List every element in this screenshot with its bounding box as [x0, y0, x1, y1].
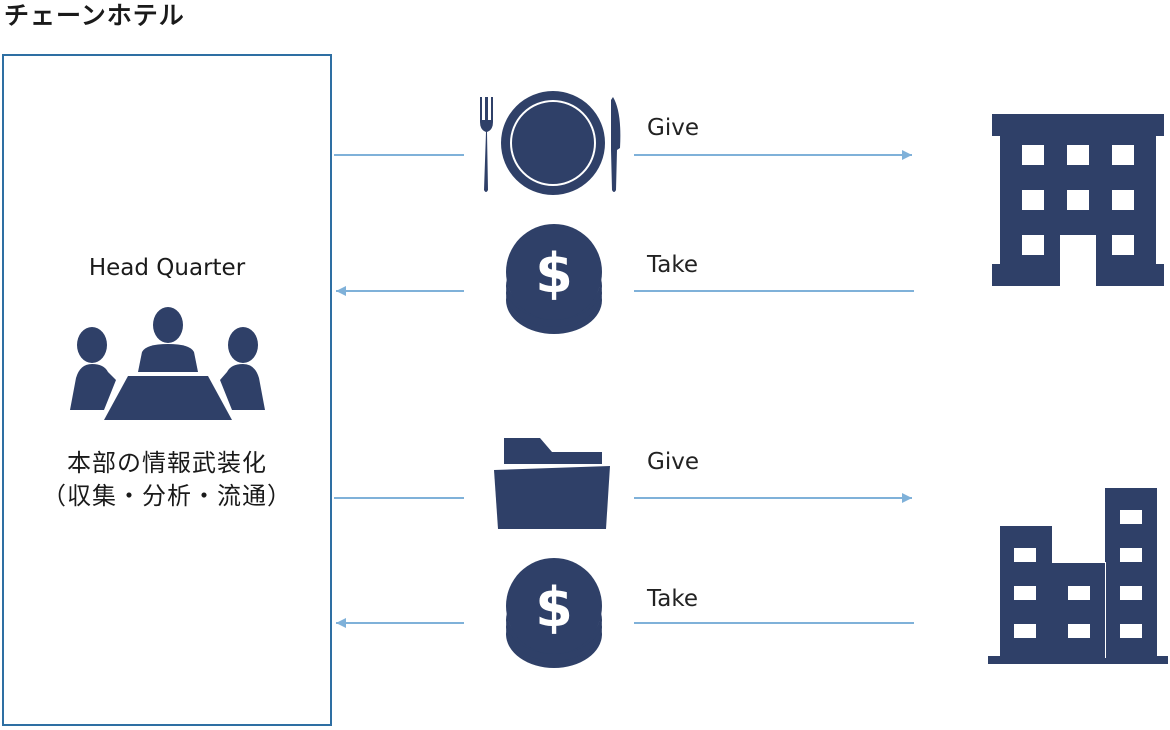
- svg-text:$: $: [535, 576, 573, 639]
- dollar-coins-icon: $: [506, 558, 602, 668]
- flow-label-take-1: Take: [647, 252, 698, 278]
- dinner-plate-icon: [480, 91, 621, 195]
- office-building-icon: [988, 488, 1168, 664]
- headquarter-description-line1: 本部の情報武装化: [67, 449, 267, 477]
- svg-text:$: $: [535, 242, 573, 305]
- folder-icon: [494, 438, 610, 529]
- headquarter-description-line2: （収集・分析・流通）: [42, 482, 292, 510]
- hotel-building-icon: [992, 114, 1164, 287]
- dollar-coins-icon: $: [506, 224, 602, 334]
- flow-label-take-2: Take: [647, 586, 698, 612]
- page-title: チェーンホテル: [4, 1, 185, 30]
- flow-label-give-2: Give: [647, 449, 699, 475]
- headquarter-box: [2, 54, 332, 726]
- meeting-icon: [70, 307, 265, 420]
- headquarter-description: 本部の情報武装化 （収集・分析・流通）: [2, 447, 332, 513]
- flow-label-give-1: Give: [647, 115, 699, 141]
- headquarter-label: Head Quarter: [88, 255, 246, 281]
